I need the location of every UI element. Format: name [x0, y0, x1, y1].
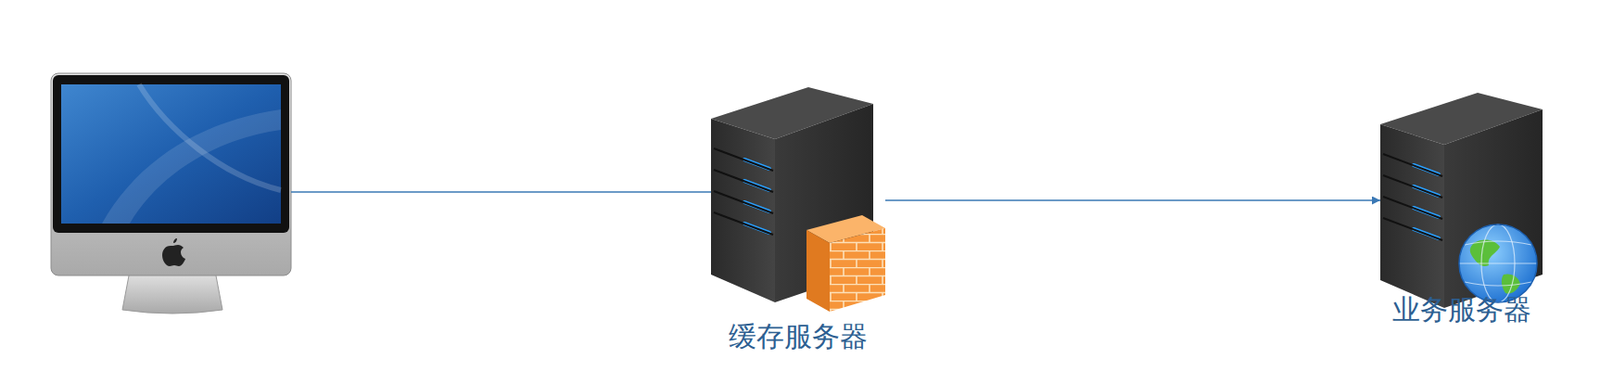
node-label: 缓存服务器 — [728, 319, 868, 354]
business-server-icon — [1380, 92, 1543, 308]
cache-server-icon — [711, 87, 886, 312]
node-label: 业务服务器 — [1392, 292, 1532, 327]
firewall-icon — [806, 215, 886, 312]
server-node: 缓存服务器 — [711, 87, 886, 356]
computer-icon — [50, 73, 292, 314]
globe-icon — [1459, 224, 1537, 303]
server-node: 业务服务器 — [1380, 92, 1543, 327]
connector-arrow — [885, 199, 1381, 202]
request-arrow — [291, 190, 736, 193]
